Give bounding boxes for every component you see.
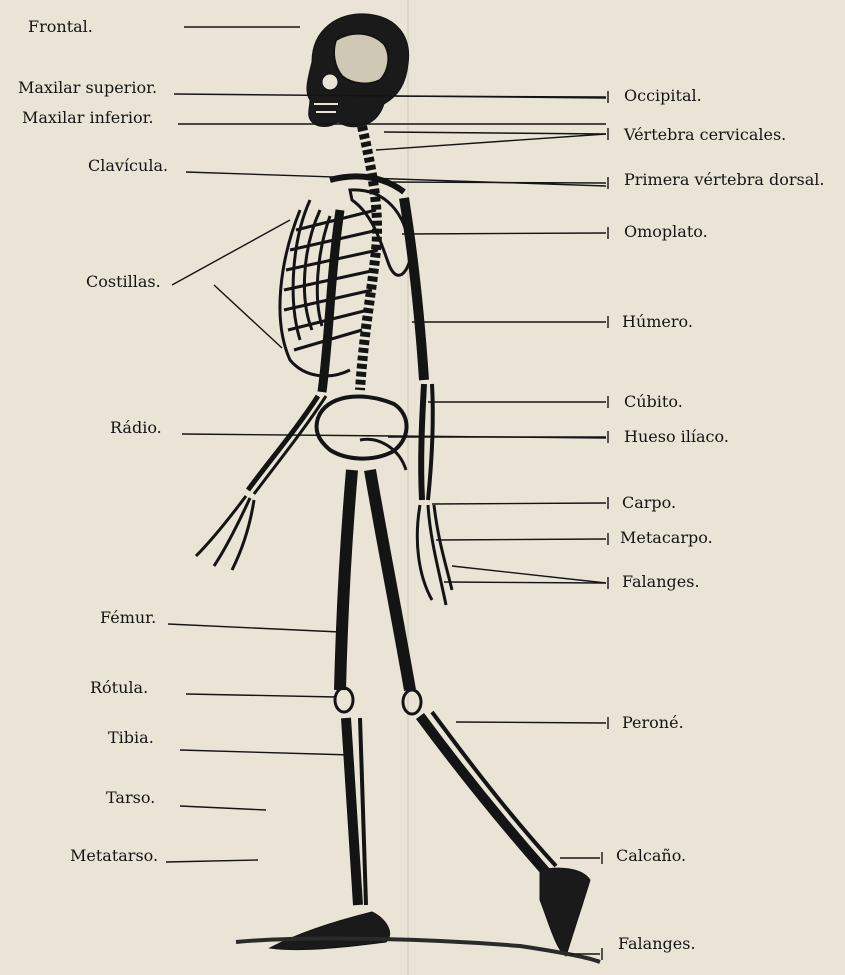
left-label: Maxilar inferior. [22, 108, 154, 127]
right-label: Carpo. [622, 493, 676, 512]
right-label: Metacarpo. [620, 528, 713, 547]
left-label: Costillas. [86, 272, 161, 291]
left-label: Frontal. [28, 17, 93, 36]
left-label: Rádio. [110, 418, 162, 437]
leader-line-right [444, 582, 606, 583]
left-label: Maxilar superior. [18, 78, 157, 97]
right-label: Peroné. [622, 713, 684, 732]
right-label: Hueso ilíaco. [624, 427, 729, 446]
left-label: Tibia. [108, 728, 154, 747]
right-label: Cúbito. [624, 392, 683, 411]
right-label: Vértebra cervicales. [624, 125, 786, 144]
left-label: Metatarso. [70, 846, 158, 865]
leader-line-right [386, 182, 606, 183]
left-label: Fémur. [100, 608, 156, 627]
right-label: Omoplato. [624, 222, 708, 241]
leader-line-right [402, 233, 606, 234]
right-label: Primera vértebra dorsal. [624, 170, 825, 189]
right-label: Calcaño. [616, 846, 686, 865]
left-label: Tarso. [106, 788, 155, 807]
right-label: Occipital. [624, 86, 702, 105]
left-label: Rótula. [90, 678, 148, 697]
leader-line-right [456, 722, 606, 723]
leader-line-right [436, 539, 606, 540]
left-label: Clavícula. [88, 156, 168, 175]
leader-line-right [396, 96, 606, 97]
right-label: Falanges. [622, 572, 700, 591]
right-label: Húmero. [622, 312, 693, 331]
right-label: Falanges. [618, 934, 696, 953]
